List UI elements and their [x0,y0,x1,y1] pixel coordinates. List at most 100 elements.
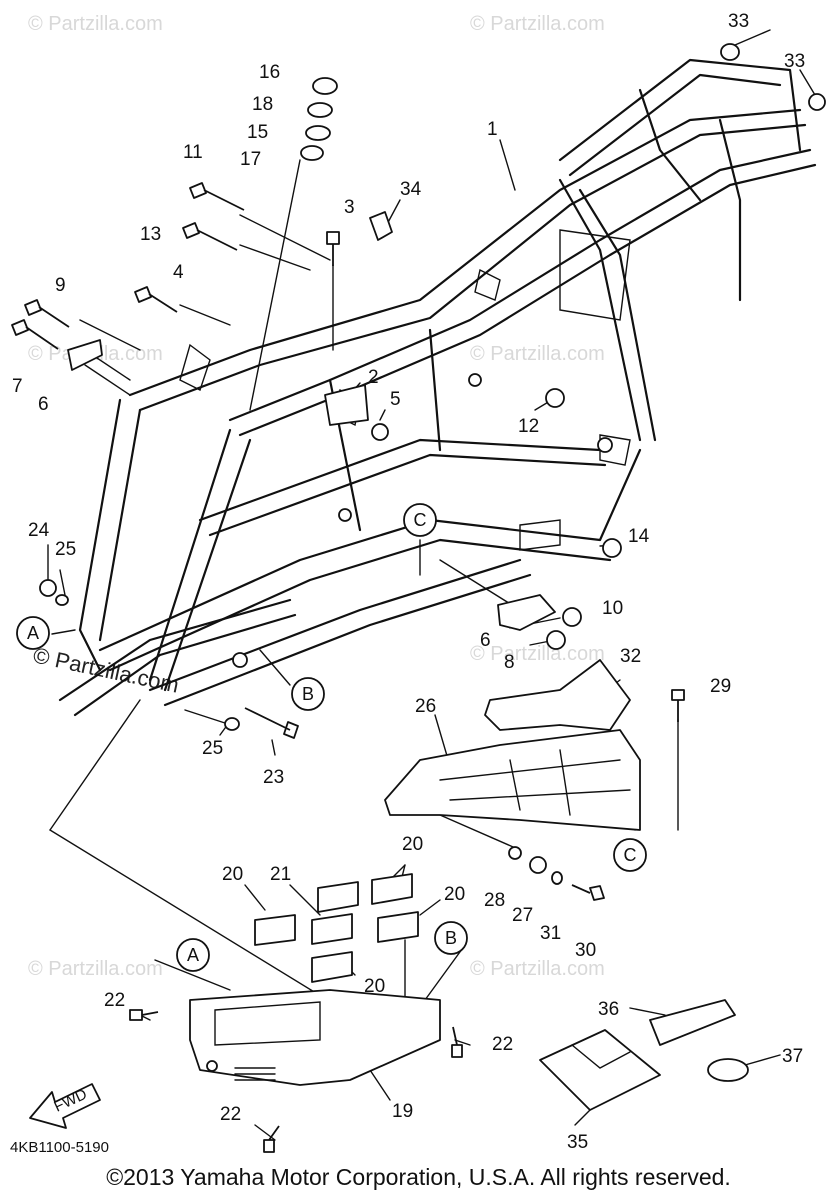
pad-32 [484,659,631,731]
bushing-15 [305,125,331,141]
pad-20 [311,951,353,983]
skid-hole [206,1060,218,1072]
fwd-arrow-icon: FWD [29,1083,101,1129]
part-label-23: 23 [263,767,284,788]
bolt-9 [24,299,70,328]
watermark: © Partzilla.com [28,13,163,35]
pad-20 [371,873,413,905]
bracket-2 [324,384,369,426]
callout-b-lower-label: B [445,928,457,948]
bolt-11 [189,182,245,211]
part-label-15: 15 [247,122,268,143]
callout-b-label: B [302,684,314,704]
watermark: © Partzilla.com [470,643,605,665]
plate-6-lower [497,594,556,631]
tag-34 [369,211,393,241]
part-label-20: 20 [222,864,243,885]
part-label-13: 13 [140,224,161,245]
part-label-14: 14 [628,526,650,547]
part-label-2: 2 [368,367,379,388]
copyright-notice: ©2013 Yamaha Motor Corporation, U.S.A. A… [106,1164,731,1190]
pad-21 [311,913,353,945]
bushing-18 [307,102,333,118]
guard-26 [384,729,641,831]
collar-28 [508,846,522,860]
diagram-code: 4KB1100-5190 [10,1139,109,1156]
frame-boss [597,437,613,453]
watermark: © Partzilla.com [28,958,163,980]
part-label-7: 7 [12,376,23,397]
part-label-30: 30 [575,940,596,961]
nut-24 [39,579,57,597]
part-label-20: 20 [364,976,385,997]
plate-6 [67,339,103,371]
hardware-parts [11,43,826,739]
part-label-26: 26 [415,696,436,717]
part-labels: 1 2 3 4 5 6 6 7 8 9 10 11 12 13 14 15 16… [12,11,805,1153]
guard-assembly [129,659,749,1153]
part-label-11: 11 [183,142,203,163]
part-label-29: 29 [710,676,731,697]
leader-lines [47,29,816,1141]
nut-5 [371,423,389,441]
part-label-22: 22 [492,1034,513,1055]
washer-31 [551,871,563,885]
part-label-10: 10 [602,598,623,619]
part-label-27: 27 [512,905,533,926]
watermark: © Partzilla.com [470,13,605,35]
cap-33 [720,43,740,61]
callouts: C A B C A B [16,503,647,972]
bushing-16 [312,77,338,95]
cap-33-rear [808,93,826,111]
oring-37 [707,1058,749,1082]
washer-25 [55,594,69,606]
part-label-21: 21 [270,864,291,885]
pad-20 [317,881,359,913]
part-label-1: 1 [487,119,498,140]
bolt-23 [244,707,299,739]
part-label-31: 31 [540,923,561,944]
callout-a [16,616,50,650]
grommet-27 [529,856,547,874]
bolt-4 [134,286,178,313]
part-label-5: 5 [390,389,401,410]
part-label-20: 20 [402,834,423,855]
part-label-37: 37 [782,1046,803,1067]
part-label-20: 20 [444,884,465,905]
part-label-22: 22 [104,990,125,1011]
bolt-13 [182,222,238,251]
part-label-33-rear: 33 [784,51,805,72]
part-label-12: 12 [518,416,539,437]
part-label-19: 19 [392,1101,413,1122]
part-label-24: 24 [28,520,50,541]
part-label-8: 8 [504,652,515,673]
callout-b-lower [434,921,468,955]
watermark: © Partzilla.com [470,343,605,365]
washer-25-lower [224,717,240,731]
nut-14 [602,538,622,558]
bolt-22 [129,1009,159,1021]
frame-boss [468,373,482,387]
callout-a-lower-label: A [187,945,199,965]
part-label-16: 16 [259,62,280,83]
bolt-7 [11,319,59,350]
part-label-25-lower: 25 [202,738,223,759]
callout-c-label: C [414,510,427,530]
skid-plate-19 [189,989,441,1086]
pad-20 [377,911,419,943]
callout-a-label: A [27,623,39,643]
part-label-25: 25 [55,539,76,560]
callout-b [291,677,325,711]
watermark: © Partzilla.com [470,958,605,980]
bolt-3 [326,231,340,266]
part-label-6-lower: 6 [480,630,491,651]
nut-8 [546,630,566,650]
part-label-32: 32 [620,646,641,667]
callout-c-lower-label: C [624,845,637,865]
part-label-36: 36 [598,999,619,1020]
part-label-17: 17 [240,149,261,170]
tool-36 [649,999,736,1046]
part-label-34: 34 [400,179,422,200]
bolt-30 [571,884,605,901]
